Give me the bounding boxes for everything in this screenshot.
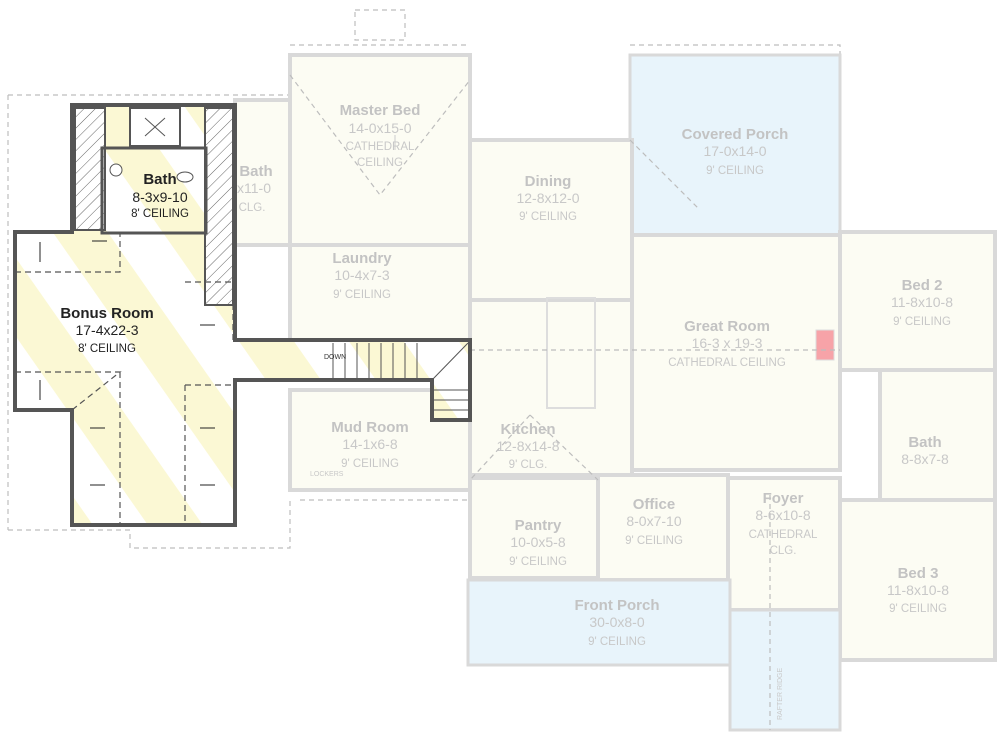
bed2-name: Bed 2 <box>902 277 943 294</box>
pantry-size: 10-0x5-8 <box>510 534 565 550</box>
bath-wall <box>100 146 208 235</box>
covered-porch-size: 17-0x14-0 <box>703 143 766 159</box>
toilet-icon <box>176 171 194 183</box>
master-bath-ceiling: CLG. <box>239 202 266 214</box>
covered-porch-name: Covered Porch <box>682 126 789 143</box>
room-master-bath <box>233 98 292 247</box>
bonus-room-area <box>13 103 472 527</box>
sink-icon <box>109 163 123 177</box>
pantry-ceiling: 9' CEILING <box>509 556 567 568</box>
covered-porch-ceiling: 9' CEILING <box>706 165 764 177</box>
room-pantry <box>468 476 600 580</box>
bed3-name: Bed 3 <box>898 565 939 582</box>
mud-room-ceiling: 9' CEILING <box>341 458 399 470</box>
stair-treads <box>332 342 470 411</box>
master-bath-size: x11-0 <box>237 180 271 196</box>
upper-floor: DOWN Bath 8-3x9-10 8' CEILING Bonus Room… <box>13 103 472 527</box>
master-bath-name: Bath <box>239 163 272 180</box>
office-size: 8-0x7-10 <box>626 513 681 529</box>
office-name: Office <box>633 496 676 513</box>
shower-x-icon <box>144 117 166 137</box>
great-room-name: Great Room <box>684 318 770 335</box>
bath2-size: 8-8x7-8 <box>901 451 949 467</box>
room-front-entry <box>728 608 842 732</box>
main-floor-labels: Master Bed 14-0x15-0 CATHEDRAL CEILING B… <box>237 102 953 720</box>
rafter-ridge-label: RAFTER RIDGE <box>777 668 784 720</box>
foyer-ceiling1: CATHEDRAL <box>749 529 818 541</box>
dining-size: 12-8x12-0 <box>516 190 579 206</box>
front-porch-ceiling: 9' CEILING <box>588 636 646 648</box>
master-bed-name: Master Bed <box>340 102 421 119</box>
dining-ceiling: 9' CEILING <box>519 211 577 223</box>
laundry-name: Laundry <box>332 250 392 267</box>
dining-name: Dining <box>525 173 572 190</box>
bath-ceiling: 8' CEILING <box>131 208 189 220</box>
bath-name: Bath <box>143 171 176 188</box>
bonus-room-name: Bonus Room <box>60 305 153 322</box>
bed2-size: 11-8x10-8 <box>891 294 953 310</box>
office-ceiling: 9' CEILING <box>625 535 683 547</box>
bed3-ceiling: 9' CEILING <box>889 603 947 615</box>
room-bed2 <box>838 230 997 372</box>
master-bed-ceiling2: CEILING <box>357 157 403 169</box>
foyer-name: Foyer <box>763 490 804 507</box>
laundry-ceiling: 9' CEILING <box>333 289 391 301</box>
laundry-size: 10-4x7-3 <box>334 267 389 283</box>
mud-room-size: 14-1x6-8 <box>342 436 397 452</box>
hatched-eave-right <box>204 107 234 306</box>
foyer-size: 8-6x10-8 <box>755 507 810 523</box>
master-bed-size: 14-0x15-0 <box>348 120 411 136</box>
room-foyer <box>726 476 842 612</box>
kitchen-ceiling: 9' CLG. <box>509 459 548 471</box>
bonus-room-size: 17-4x22-3 <box>75 322 138 338</box>
front-porch-size: 30-0x8-0 <box>589 614 644 630</box>
fireplace <box>815 329 835 361</box>
room-front-porch <box>466 578 732 667</box>
lockers-label: LOCKERS <box>310 471 344 478</box>
hatched-eave-left <box>74 107 106 231</box>
front-porch-name: Front Porch <box>575 597 660 614</box>
bath2-name: Bath <box>908 434 941 451</box>
mud-room-name: Mud Room <box>331 419 408 436</box>
kitchen-island <box>546 297 596 409</box>
great-room-ceiling: CATHEDRAL CEILING <box>668 357 786 369</box>
roof-outline <box>7 9 841 549</box>
kitchen-size: 12-8x14-8 <box>496 438 559 454</box>
room-covered-porch <box>628 53 842 237</box>
room-dining <box>468 138 634 302</box>
bath-size: 8-3x9-10 <box>132 189 187 205</box>
bonus-room-ceiling: 8' CEILING <box>78 343 136 355</box>
kitchen-name: Kitchen <box>500 421 555 438</box>
bed3-size: 11-8x10-8 <box>887 582 949 598</box>
shower <box>129 107 181 147</box>
foyer-ceiling2: CLG. <box>770 545 797 557</box>
slope-arrows <box>39 240 215 486</box>
great-room-size: 16-3 x 19-3 <box>692 335 763 351</box>
room-bed3 <box>838 498 997 662</box>
bed2-ceiling: 9' CEILING <box>893 316 951 328</box>
master-bed-ceiling1: CATHEDRAL <box>346 141 415 153</box>
stair-down-label: DOWN <box>324 354 346 361</box>
room-great-room <box>630 233 842 472</box>
room-bath2 <box>878 368 997 502</box>
pantry-name: Pantry <box>515 517 562 534</box>
